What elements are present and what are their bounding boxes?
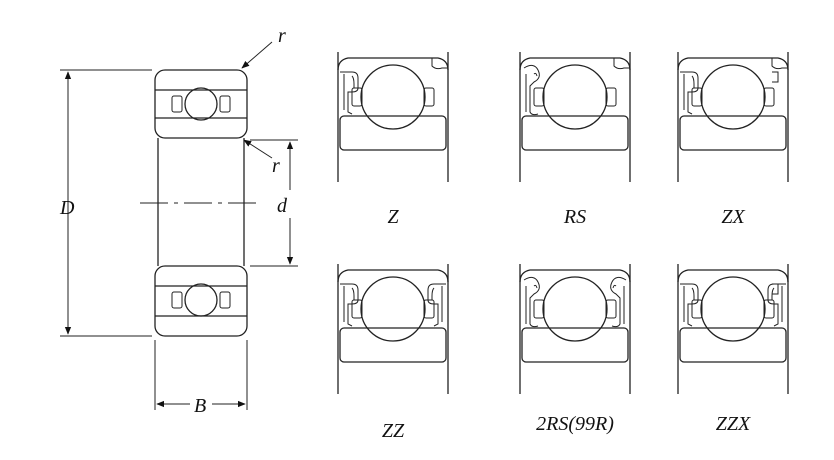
outer-ring-lower [154, 265, 248, 337]
dimension-B: B [154, 340, 248, 417]
dim-d-label: d [277, 195, 288, 217]
radius-inner: r [243, 139, 280, 177]
variant-2RS-label: 2RS(99R) [536, 413, 614, 435]
ball-lower [184, 283, 218, 317]
variant-2RS [519, 263, 631, 395]
variant-ZZX-label: ZZX [716, 413, 751, 435]
radius-outer-label: r [278, 25, 286, 47]
dim-B-label: B [194, 395, 206, 417]
variant-Z [337, 51, 449, 183]
variant-Z-label: Z [387, 206, 399, 228]
outer-ring-upper [154, 69, 248, 139]
dimension-D: D [59, 69, 152, 337]
dimension-d: d [250, 139, 298, 267]
main-bearing-section [140, 69, 260, 337]
radius-inner-label: r [272, 155, 280, 177]
dim-D-label: D [59, 197, 75, 219]
variant-ZZ [337, 263, 449, 395]
radius-outer: r [241, 25, 286, 69]
variant-ZZX [677, 263, 789, 395]
variant-ZX [677, 51, 789, 183]
variant-RS-label: RS [563, 206, 586, 228]
ball-upper [184, 87, 218, 121]
variant-RS [519, 51, 631, 183]
variant-ZX-label: ZX [721, 206, 745, 228]
variant-ZZ-label: ZZ [382, 420, 405, 442]
